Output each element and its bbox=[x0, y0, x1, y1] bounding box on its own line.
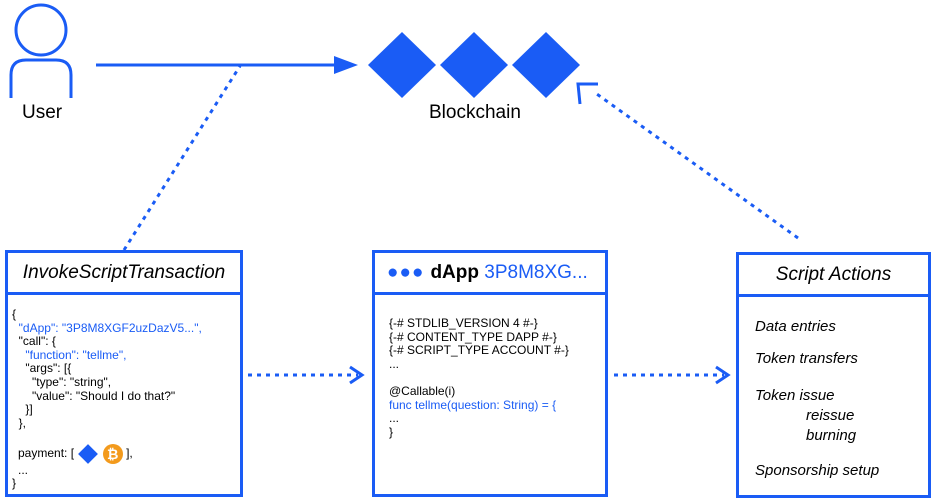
code-line: {-# STDLIB_VERSION 4 #-} bbox=[389, 316, 538, 330]
code-line: ... bbox=[389, 356, 400, 371]
waves-token-icon bbox=[78, 443, 99, 464]
code-line: "value": "Should I do that?" bbox=[32, 388, 176, 403]
script-actions-box: Script Actions Data entries Token transf… bbox=[736, 252, 931, 498]
dapp-header: ●●● dApp 3P8M8XG... bbox=[375, 253, 605, 295]
blockchain-diamond-icon bbox=[368, 32, 580, 98]
action-data-entries: Data entries bbox=[755, 318, 836, 335]
code-line: { bbox=[12, 307, 17, 321]
code-line: } bbox=[389, 424, 394, 439]
code-line: } bbox=[12, 476, 17, 490]
transaction-link-dotted bbox=[122, 65, 242, 251]
dapp-code: {-# STDLIB_VERSION 4 #-} {-# CONTENT_TYP… bbox=[389, 316, 569, 439]
dapp-dots-icon: ●●● bbox=[387, 261, 425, 283]
payment-label: payment: [ bbox=[18, 446, 75, 460]
user-icon bbox=[9, 3, 73, 98]
invoke-transaction-code: { "dApp": "3P8M8XGF2uzDazV5...", "call":… bbox=[12, 307, 202, 430]
code-line: ... bbox=[389, 411, 400, 426]
invoke-transaction-title: InvokeScriptTransaction bbox=[8, 253, 240, 295]
code-line-func: func tellme(question: String) = { bbox=[389, 397, 557, 412]
action-burning: burning bbox=[806, 427, 857, 444]
invoke-to-dapp-arrow bbox=[248, 365, 365, 385]
action-token-transfers: Token transfers bbox=[755, 350, 858, 367]
dapp-box: ●●● dApp 3P8M8XG... {-# STDLIB_VERSION 4… bbox=[372, 250, 608, 497]
code-line: ... bbox=[18, 463, 29, 477]
payment-line: payment: [ ₿ ], bbox=[18, 441, 133, 465]
action-token-issue: Token issue bbox=[755, 387, 835, 404]
code-line-dapp: "dApp": "3P8M8XGF2uzDazV5...", bbox=[18, 320, 202, 335]
user-to-blockchain-arrow bbox=[96, 56, 358, 74]
blockchain-label: Blockchain bbox=[429, 102, 521, 123]
code-line-function: "function": "tellme", bbox=[25, 347, 127, 362]
code-line: "args": [{ bbox=[25, 361, 72, 376]
invoke-transaction-box: InvokeScriptTransaction { "dApp": "3P8M8… bbox=[5, 250, 243, 497]
code-line: {-# SCRIPT_TYPE ACCOUNT #-} bbox=[389, 343, 569, 358]
dapp-title: dApp bbox=[430, 261, 479, 283]
code-line: }] bbox=[25, 402, 33, 417]
action-sponsorship: Sponsorship setup bbox=[755, 462, 880, 479]
dapp-to-actions-arrow bbox=[614, 365, 731, 385]
code-line: }, bbox=[18, 415, 27, 430]
code-line: "type": "string", bbox=[32, 374, 112, 389]
actions-to-blockchain-arrow bbox=[576, 82, 799, 240]
dapp-address: 3P8M8XG... bbox=[484, 261, 588, 283]
code-line: {-# CONTENT_TYPE DAPP #-} bbox=[389, 329, 557, 344]
code-line: "call": { bbox=[18, 334, 56, 349]
script-actions-title: Script Actions bbox=[739, 255, 928, 297]
user-label: User bbox=[22, 102, 63, 123]
bitcoin-icon: ₿ bbox=[102, 443, 123, 464]
code-line: @Callable(i) bbox=[389, 383, 456, 398]
action-reissue: reissue bbox=[806, 407, 855, 424]
payment-close: ], bbox=[126, 446, 133, 460]
